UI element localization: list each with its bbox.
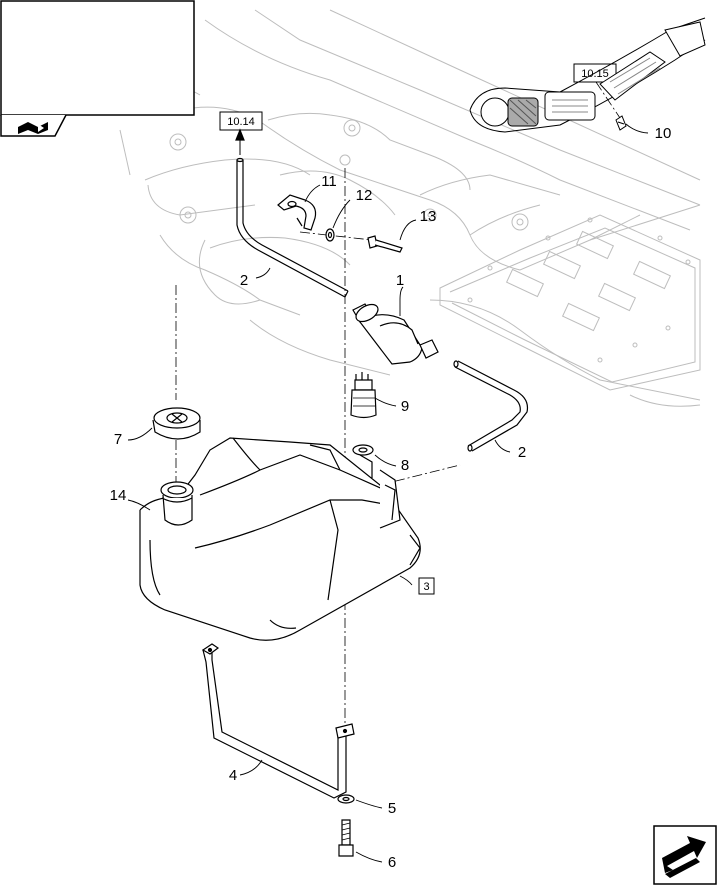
hose-part-2-lower [453,360,529,452]
callout-labels: 1 2 2 4 5 6 7 8 9 10 11 12 13 14 [110,125,672,871]
part-1-filter [352,303,439,365]
part-8-washer [352,444,374,456]
part-9-sensor [350,372,377,419]
callout-7: 7 [114,431,122,448]
part-7-cap [152,407,201,440]
callout-9: 9 [401,398,409,415]
part-10-clip [615,115,627,131]
hose-part-2-upper [235,128,349,298]
reference-label-10-14: 10.14 [227,116,255,128]
callout-4: 4 [229,767,237,784]
cab-detail-10-15 [469,17,706,133]
next-page-arrow-icon[interactable] [653,825,717,885]
cab-floor-background [99,9,701,407]
callout-1: 1 [396,272,404,289]
part-4-strap [201,643,355,799]
part-6-bolt [338,819,354,857]
legend-box [0,0,195,137]
leader-lines [127,123,649,863]
part-11-clip [277,194,317,231]
callout-14: 14 [110,487,127,504]
callout-6: 6 [388,854,396,871]
reference-box-3[interactable]: 3 [418,577,435,595]
book-icon [18,122,48,134]
callout-5: 5 [388,800,396,817]
part-5-washer [337,794,355,804]
callout-3: 3 [423,581,429,593]
callout-2-lower: 2 [518,444,526,461]
part-3-tank [139,437,421,641]
callout-8: 8 [401,457,409,474]
part-13-bolt [367,235,403,253]
callout-2-upper: 2 [240,272,248,289]
callout-13: 13 [420,208,437,225]
callout-11: 11 [321,173,337,190]
reference-box-10-14[interactable]: 10.14 [219,111,263,131]
callout-12: 12 [356,187,373,204]
part-12-washer [325,228,335,242]
callout-10: 10 [655,125,672,142]
part-14-filler-neck [160,481,194,526]
